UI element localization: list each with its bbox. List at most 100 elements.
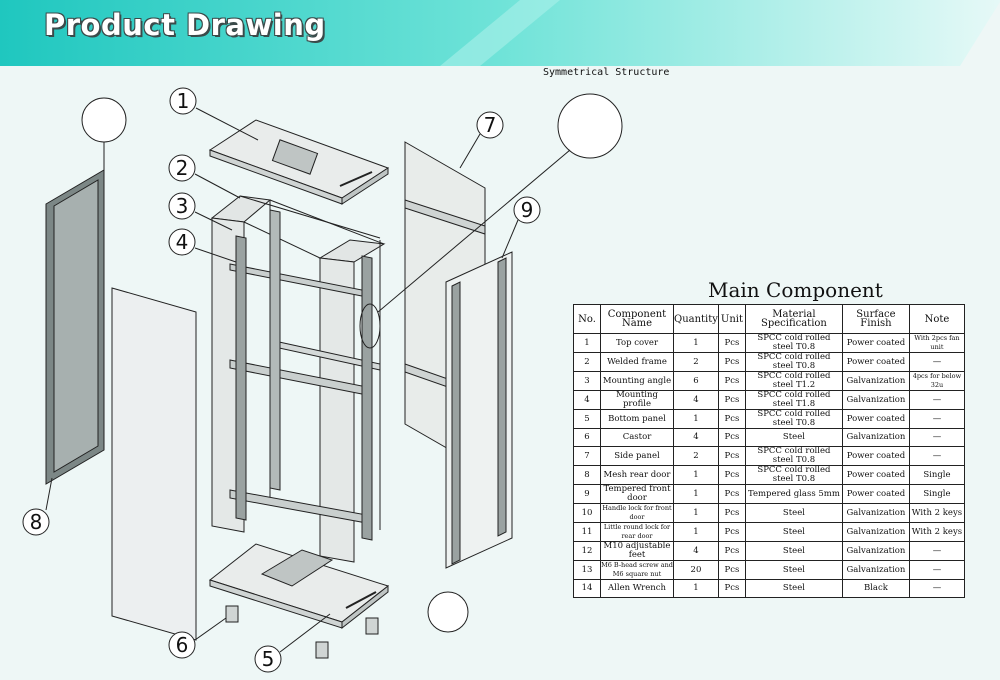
cell-quantity: 1 — [673, 503, 719, 523]
cell-note: Single — [908, 465, 965, 485]
cell-unit: Pcs — [717, 371, 746, 391]
cell-material: SPCC cold rolled steel T0.8 — [744, 409, 843, 429]
cell-unit: Pcs — [717, 428, 746, 447]
cell-note: — — [908, 409, 965, 429]
cell-note: — — [908, 428, 965, 447]
cell-quantity: 2 — [673, 352, 719, 372]
header-unit: Unit — [717, 304, 746, 334]
cell-unit: Pcs — [717, 352, 746, 372]
cell-no: 3 — [573, 371, 601, 391]
tempered-front-door-part — [445, 251, 513, 569]
cell-component-name: Side panel — [600, 446, 674, 466]
cell-unit: Pcs — [717, 465, 746, 485]
header-surface: Surface Finish — [841, 304, 910, 334]
cell-note: With 2 keys — [908, 503, 965, 523]
castors-part — [225, 605, 379, 659]
cell-quantity: 1 — [673, 579, 719, 598]
cell-component-name: Little round lock for rear door — [600, 522, 674, 542]
callout-3: 3 — [176, 194, 189, 218]
cell-material: Steel — [744, 579, 843, 598]
cell-no: 9 — [573, 484, 601, 504]
cell-quantity: 1 — [673, 465, 719, 485]
cell-no: 4 — [573, 390, 601, 410]
welded-frame-part — [210, 195, 386, 563]
cell-component-name: Handle lock for front door — [600, 503, 674, 523]
cell-note: — — [908, 446, 965, 466]
cell-no: 11 — [573, 522, 601, 542]
cell-unit: Pcs — [717, 409, 746, 429]
cell-no: 5 — [573, 409, 601, 429]
cell-unit: Pcs — [717, 560, 746, 580]
callout-9: 9 — [521, 198, 534, 222]
cell-surface: Power coated — [841, 333, 910, 353]
header-material: Material Specification — [744, 304, 843, 334]
cell-surface: Galvanization — [841, 560, 910, 580]
cell-note: With 2pcs fan unit — [908, 333, 965, 353]
cell-material: Steel — [744, 541, 843, 561]
cell-surface: Power coated — [841, 446, 910, 466]
cell-quantity: 2 — [673, 446, 719, 466]
cell-material: Steel — [744, 522, 843, 542]
callout-8: 8 — [30, 510, 43, 534]
cell-unit: Pcs — [717, 333, 746, 353]
cell-surface: Power coated — [841, 409, 910, 429]
cell-unit: Pcs — [717, 522, 746, 542]
cell-surface: Power coated — [841, 484, 910, 504]
callout-5: 5 — [262, 647, 275, 671]
cell-component-name: M6 B-head screw and M6 square nut — [600, 560, 674, 580]
cell-component-name: Tempered front door — [600, 484, 674, 504]
cell-component-name: Bottom panel — [600, 409, 674, 429]
rear-panel-part — [111, 287, 197, 641]
cell-unit: Pcs — [717, 541, 746, 561]
cell-quantity: 1 — [673, 409, 719, 429]
cell-quantity: 4 — [673, 390, 719, 410]
cell-no: 13 — [573, 560, 601, 580]
top-cover-part — [208, 119, 390, 205]
cell-unit: Pcs — [717, 446, 746, 466]
page-title: Product Drawing — [44, 8, 326, 42]
cell-note: Single — [908, 484, 965, 504]
cell-component-name: Mesh rear door — [600, 465, 674, 485]
table-header-row: No. Component Name Quantity Unit Materia… — [573, 304, 965, 334]
table-title: Main Component — [708, 278, 883, 302]
cell-quantity: 20 — [673, 560, 719, 580]
cell-no: 2 — [573, 352, 601, 372]
cell-note: — — [908, 390, 965, 410]
cell-unit: Pcs — [717, 484, 746, 504]
cell-no: 10 — [573, 503, 601, 523]
cell-surface: Galvanization — [841, 428, 910, 447]
cell-no: 1 — [573, 333, 601, 353]
cell-note: With 2 keys — [908, 522, 965, 542]
header-note: Note — [908, 304, 965, 334]
header-quantity: Quantity — [673, 304, 719, 334]
cell-quantity: 4 — [673, 428, 719, 447]
cell-material: SPCC cold rolled steel T0.8 — [744, 333, 843, 353]
cell-material: Steel — [744, 428, 843, 447]
callout-2: 2 — [176, 156, 189, 180]
cell-component-name: Welded frame — [600, 352, 674, 372]
cell-component-name: Top cover — [600, 333, 674, 353]
cell-component-name: Mounting angle — [600, 371, 674, 391]
cell-component-name: Allen Wrench — [600, 579, 674, 598]
cell-component-name: Castor — [600, 428, 674, 447]
cell-material: SPCC cold rolled steel T0.8 — [744, 352, 843, 372]
header-banner — [0, 0, 1000, 66]
cell-quantity: 1 — [673, 522, 719, 542]
callout-6: 6 — [176, 633, 189, 657]
cell-note: — — [908, 579, 965, 598]
cell-unit: Pcs — [717, 579, 746, 598]
cell-surface: Galvanization — [841, 522, 910, 542]
